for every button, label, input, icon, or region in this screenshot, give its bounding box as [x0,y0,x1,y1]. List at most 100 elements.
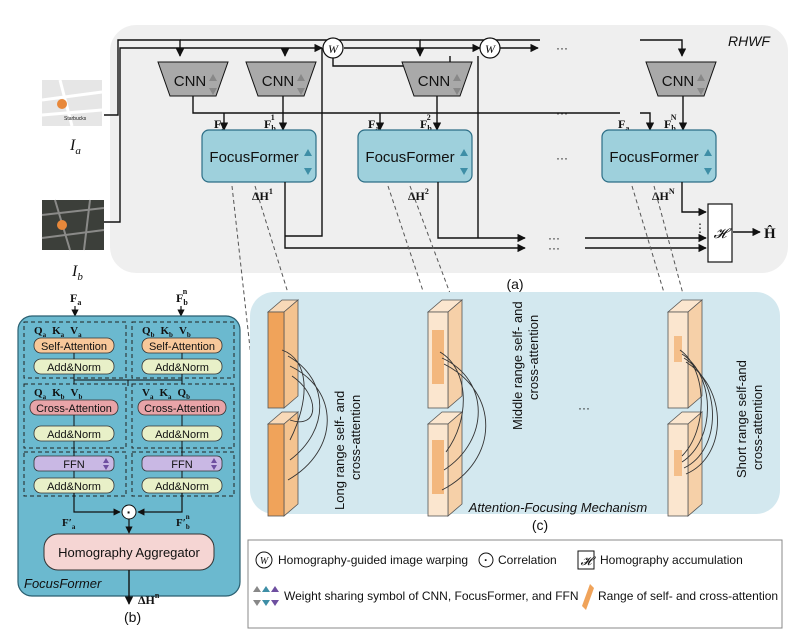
focusformer-block-2: FocusFormer [357,129,473,183]
warp-node-1: W [322,37,344,59]
long-range-arcs [281,349,328,481]
homography-accumulation-node: 𝓗 [707,203,733,263]
short-range-feature-bottom [666,411,704,517]
add-norm-a3-label: Add&Norm [47,481,101,493]
rhwf-title: RHWF [728,33,771,49]
correlation-node: · [121,504,137,520]
middle-range-label-1: Middle range self- and [510,301,525,430]
add-norm-b2-label: Add&Norm [155,429,209,441]
legend-warp-text: Homography-guided image warping [278,553,468,567]
short-range-feature-top [666,299,704,409]
svg-text:FocusFormer: FocusFormer [609,149,698,166]
feat-a-label-2: Fa [368,117,379,133]
cnn-block-a1: CNN [157,61,229,97]
cnn-block-b1: CNN [245,61,317,97]
middle-range-label-2: cross-attention [526,315,541,400]
input-a-label: Ia [69,137,81,157]
ff-output-a: F′a [62,517,76,531]
cnn-block-bn: CNN [645,61,717,97]
out-ellipsis-1: ··· [548,231,560,245]
long-range-label-2: cross-attention [348,395,363,480]
feat-a-label-n: Fa [618,117,629,133]
feat-a-label-1: Fa [214,117,225,133]
ffn-a-label: FFN [63,459,84,471]
ff-output-b: F′bn [176,513,190,531]
focusformer-detail-title: FocusFormer [24,576,102,591]
self-attention-a-label: Self-Attention [41,341,107,353]
short-range-arcs [679,349,718,475]
long-range-label-1: Long range self- and [332,391,347,510]
delta-h-label-n: ΔHN [652,187,675,203]
ff-ellipsis: ··· [556,151,568,165]
svg-text:W: W [260,556,270,567]
legend-correlation-text: Correlation [498,553,557,567]
legend-accumulation-text: Homography accumulation [600,553,743,567]
svg-text:FocusFormer: FocusFormer [209,149,298,166]
add-norm-a2-label: Add&Norm [47,429,101,441]
out-ellipsis-2: ··· [548,241,560,255]
svg-text:CNN: CNN [418,73,451,90]
weight-sharing-icon [253,586,279,606]
svg-text:·: · [484,553,488,567]
svg-text:·: · [127,504,132,520]
self-attention-b-label: Self-Attention [149,341,215,353]
svg-text:W: W [328,42,339,56]
image-b-thumbnail [41,199,105,251]
middle-range-feature-bottom [426,411,464,517]
attention-panel [250,292,780,514]
caption-a: (a) [506,276,523,292]
output-label: Ĥ [764,225,776,242]
warp-node-2: W [479,37,501,59]
legend-warp-icon: W [255,551,273,569]
accum-vdots: ⋮ [694,221,706,235]
legend-accumulation-icon: 𝓗 [577,550,597,570]
ff-input-a: Fa [70,291,81,307]
long-range-feature-top [266,299,300,409]
attention-range-icon [582,584,594,610]
legend-correlation-icon: · [478,552,494,568]
short-range-label-2: cross-attention [750,385,765,470]
image-a-thumbnail: Starbucks [41,79,103,127]
legend-weight-sharing-text: Weight sharing symbol of CNN, FocusForme… [284,589,579,603]
svg-text:W: W [485,42,496,56]
caption-b: (b) [124,609,141,625]
svg-text:FocusFormer: FocusFormer [365,149,454,166]
short-range-label-1: Short range self-and [734,360,749,478]
homography-aggregator-label: Homography Aggregator [58,545,200,560]
cnn-block-b2: CNN [401,61,473,97]
middle-range-arcs [439,351,487,491]
add-norm-b3-label: Add&Norm [155,481,209,493]
long-range-feature-bottom [266,411,300,517]
focusformer-block-1: FocusFormer [201,129,317,183]
svg-text:CNN: CNN [262,73,295,90]
attention-panel-title: Attention-Focusing Mechanism [468,500,648,515]
svg-text:CNN: CNN [174,73,207,90]
legend-box [247,539,783,629]
svg-text:Starbucks: Starbucks [64,116,87,122]
legend-range-text: Range of self- and cross-attention [598,589,778,603]
focusformer-block-n: FocusFormer [601,129,717,183]
fa-ellipsis: ··· [556,106,568,120]
attention-ellipsis: ··· [578,401,590,415]
top-ellipsis: ··· [556,41,568,55]
middle-range-feature-top [426,299,464,409]
feat-b-label-1: Fb1 [264,113,276,133]
feat-b-label-n: FbN [664,113,677,133]
input-b-label: Ib [71,263,83,283]
cross-attention-a-label: Cross-Attention [36,403,112,415]
add-norm-a1-label: Add&Norm [47,362,101,374]
ff-output-delta-h: ΔHn [138,591,160,607]
ffn-b-label: FFN [171,459,192,471]
cross-attention-b-label: Cross-Attention [144,403,220,415]
feat-b-label-2: Fb2 [420,113,432,133]
delta-h-label-1: ΔH1 [252,187,273,203]
svg-text:CNN: CNN [662,73,695,90]
ff-input-b: Fbn [176,287,188,307]
add-norm-b1-label: Add&Norm [155,362,209,374]
